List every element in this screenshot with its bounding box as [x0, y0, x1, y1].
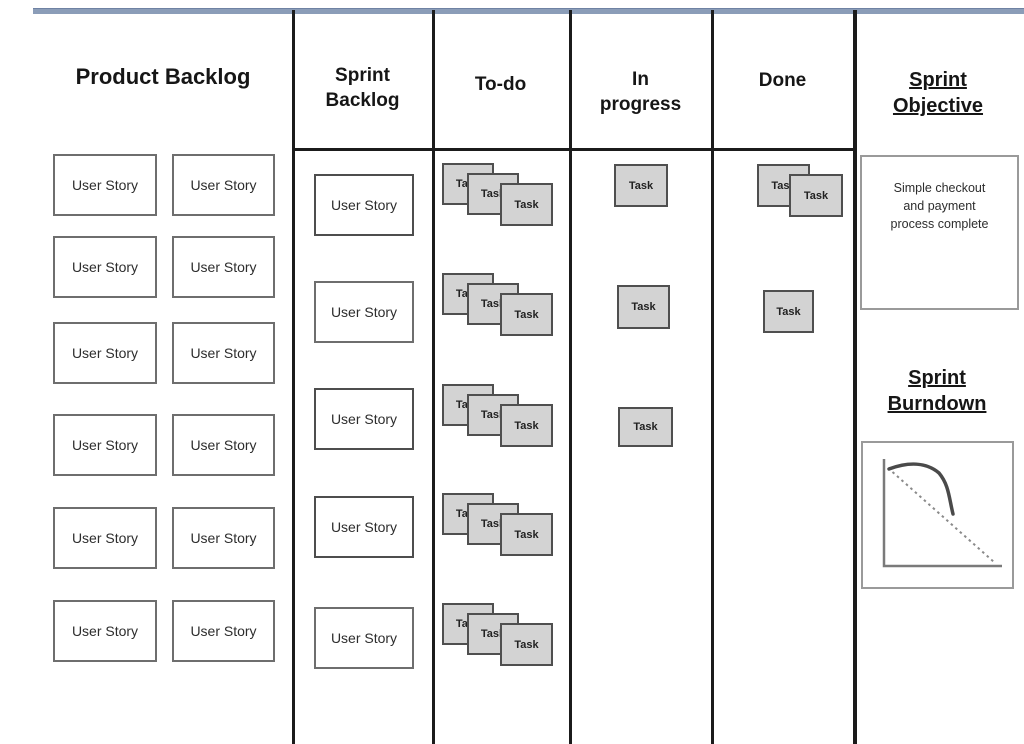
user-story-card: User Story [314, 496, 414, 558]
user-story-label: User Story [190, 530, 257, 546]
user-story-card: User Story [53, 507, 157, 569]
user-story-card: User Story [172, 236, 275, 298]
user-story-card: User Story [53, 154, 157, 216]
done-header: Done [758, 70, 807, 91]
burndown-ideal-line [887, 467, 995, 563]
sprint-burndown-header: Sprint Burndown [887, 367, 987, 416]
task-card: Task [500, 623, 553, 666]
task-label: Task [631, 301, 656, 313]
user-story-label: User Story [71, 623, 139, 639]
user-story-card: User Story [314, 607, 414, 669]
header-underline-rule [292, 148, 857, 151]
task-label: Task [480, 628, 506, 640]
task-card: Task [617, 285, 670, 329]
user-story-card: User Story [314, 388, 414, 450]
user-story-card: User Story [53, 600, 157, 662]
task-label: Task [480, 409, 506, 421]
sprint-objective-box: Simple checkout and payment process comp… [860, 155, 1019, 310]
user-story-card: User Story [172, 600, 275, 662]
user-story-label: User Story [190, 623, 257, 639]
task-card: Task [500, 513, 553, 556]
sprint-objective-header: Sprint Objective [892, 69, 984, 118]
task-label: Task [633, 421, 658, 433]
burndown-actual-line [887, 462, 955, 516]
user-story-card: User Story [172, 414, 275, 476]
task-card: Task [757, 164, 810, 207]
in-progress-header: In progress [599, 69, 682, 116]
task-card: Task [614, 164, 668, 207]
divider-inprogress-done [711, 10, 714, 744]
task-label: Task [776, 305, 801, 318]
task-label: Task [514, 528, 539, 541]
task-label: Task [514, 308, 539, 321]
burndown-chart [882, 459, 1002, 568]
user-story-card: User Story [314, 281, 414, 343]
user-story-label: User Story [330, 304, 398, 320]
user-story-card: User Story [53, 414, 157, 476]
divider-done-sidepanel [853, 10, 857, 744]
todo-header: To-do [474, 74, 527, 95]
task-label: Task [480, 298, 506, 310]
product-backlog-header: Product Backlog [75, 64, 251, 89]
user-story-label: User Story [71, 345, 139, 361]
user-story-card: User Story [172, 507, 275, 569]
user-story-label: User Story [330, 630, 398, 646]
user-story-label: User Story [71, 177, 139, 193]
user-story-card: User Story [172, 322, 275, 384]
divider-sprint-todo [432, 10, 435, 744]
burndown-axes [882, 459, 1002, 568]
task-label: Task [514, 419, 539, 432]
task-label: Task [480, 518, 506, 530]
task-card: Task [500, 293, 553, 336]
task-label: Task [803, 189, 829, 202]
sprint-objective-text: Simple checkout and payment process comp… [890, 181, 989, 232]
task-card: Task [789, 174, 843, 217]
sprint-backlog-header: Sprint Backlog [325, 65, 400, 112]
divider-todo-inprogress [569, 10, 572, 744]
task-label: Task [628, 179, 654, 192]
task-label: Task [514, 198, 539, 211]
task-card: Task [500, 404, 553, 447]
user-story-label: User Story [71, 437, 139, 453]
user-story-label: User Story [190, 259, 257, 275]
divider-product-sprint [292, 10, 295, 744]
task-card: Task [763, 290, 814, 333]
top-accent-rule [33, 8, 1024, 14]
task-card: Task [500, 183, 553, 226]
task-label: Task [480, 188, 506, 200]
user-story-label: User Story [71, 259, 139, 275]
user-story-label: User Story [190, 345, 257, 361]
user-story-label: User Story [190, 177, 257, 193]
task-label: Task [514, 638, 539, 651]
user-story-label: User Story [71, 530, 139, 546]
user-story-card: User Story [53, 322, 157, 384]
sprint-burndown-box [861, 441, 1014, 589]
user-story-card: User Story [53, 236, 157, 298]
user-story-label: User Story [190, 437, 257, 453]
user-story-label: User Story [330, 197, 398, 213]
user-story-card: User Story [172, 154, 275, 216]
user-story-label: User Story [330, 411, 398, 427]
task-card: Task [618, 407, 673, 447]
user-story-label: User Story [330, 519, 398, 535]
user-story-card: User Story [314, 174, 414, 236]
